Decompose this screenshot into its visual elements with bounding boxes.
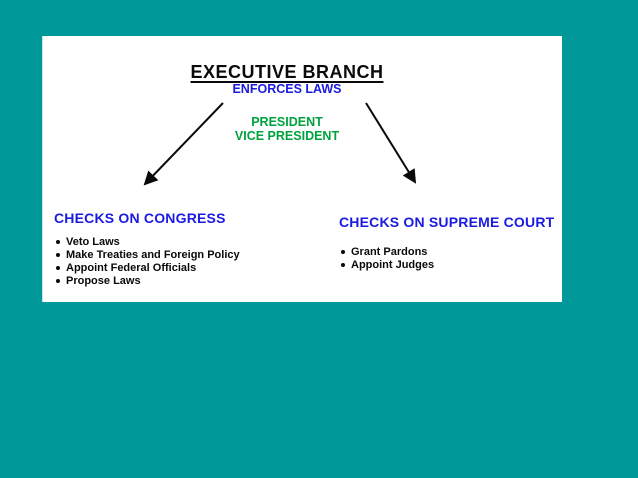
list-item: Make Treaties and Foreign Policy (54, 248, 324, 261)
title-block: EXECUTIVE BRANCH ENFORCES LAWS (43, 62, 531, 97)
list-item: Appoint Federal Officials (54, 261, 324, 274)
bullet-icon (341, 262, 345, 267)
list-item-label: Appoint Federal Officials (66, 261, 197, 274)
list-item-label: Grant Pardons (351, 245, 428, 258)
subtitle: ENFORCES LAWS (232, 82, 342, 96)
checks-on-supreme-court-section: CHECKS ON SUPREME COURT Grant Pardons Ap… (339, 215, 559, 271)
list-item: Veto Laws (54, 235, 324, 248)
list-item: Propose Laws (54, 274, 324, 287)
diagram-panel: EXECUTIVE BRANCH ENFORCES LAWS PRESIDENT… (42, 36, 562, 302)
vice-president-label: VICE PRESIDENT (234, 129, 340, 143)
list-item-label: Appoint Judges (351, 258, 435, 271)
president-label: PRESIDENT (251, 115, 323, 129)
bullet-icon (341, 249, 345, 254)
list-item: Appoint Judges (339, 258, 559, 271)
list-item: Grant Pardons (339, 245, 559, 258)
list-item-label: Make Treaties and Foreign Policy (66, 248, 240, 261)
bullet-icon (56, 252, 60, 257)
list-item-label: Veto Laws (66, 235, 120, 248)
bullet-icon (56, 278, 60, 283)
president-block: PRESIDENT VICE PRESIDENT (43, 115, 531, 143)
congress-checks-list: Veto Laws Make Treaties and Foreign Poli… (54, 235, 324, 287)
bullet-icon (56, 239, 60, 244)
list-item-label: Propose Laws (66, 274, 141, 287)
checks-on-congress-section: CHECKS ON CONGRESS Veto Laws Make Treati… (54, 211, 324, 287)
bullet-icon (56, 265, 60, 270)
checks-on-supreme-court-heading: CHECKS ON SUPREME COURT (339, 214, 555, 230)
supreme-court-checks-list: Grant Pardons Appoint Judges (339, 245, 559, 271)
page-title: EXECUTIVE BRANCH (190, 62, 384, 82)
checks-on-congress-heading: CHECKS ON CONGRESS (54, 210, 226, 226)
